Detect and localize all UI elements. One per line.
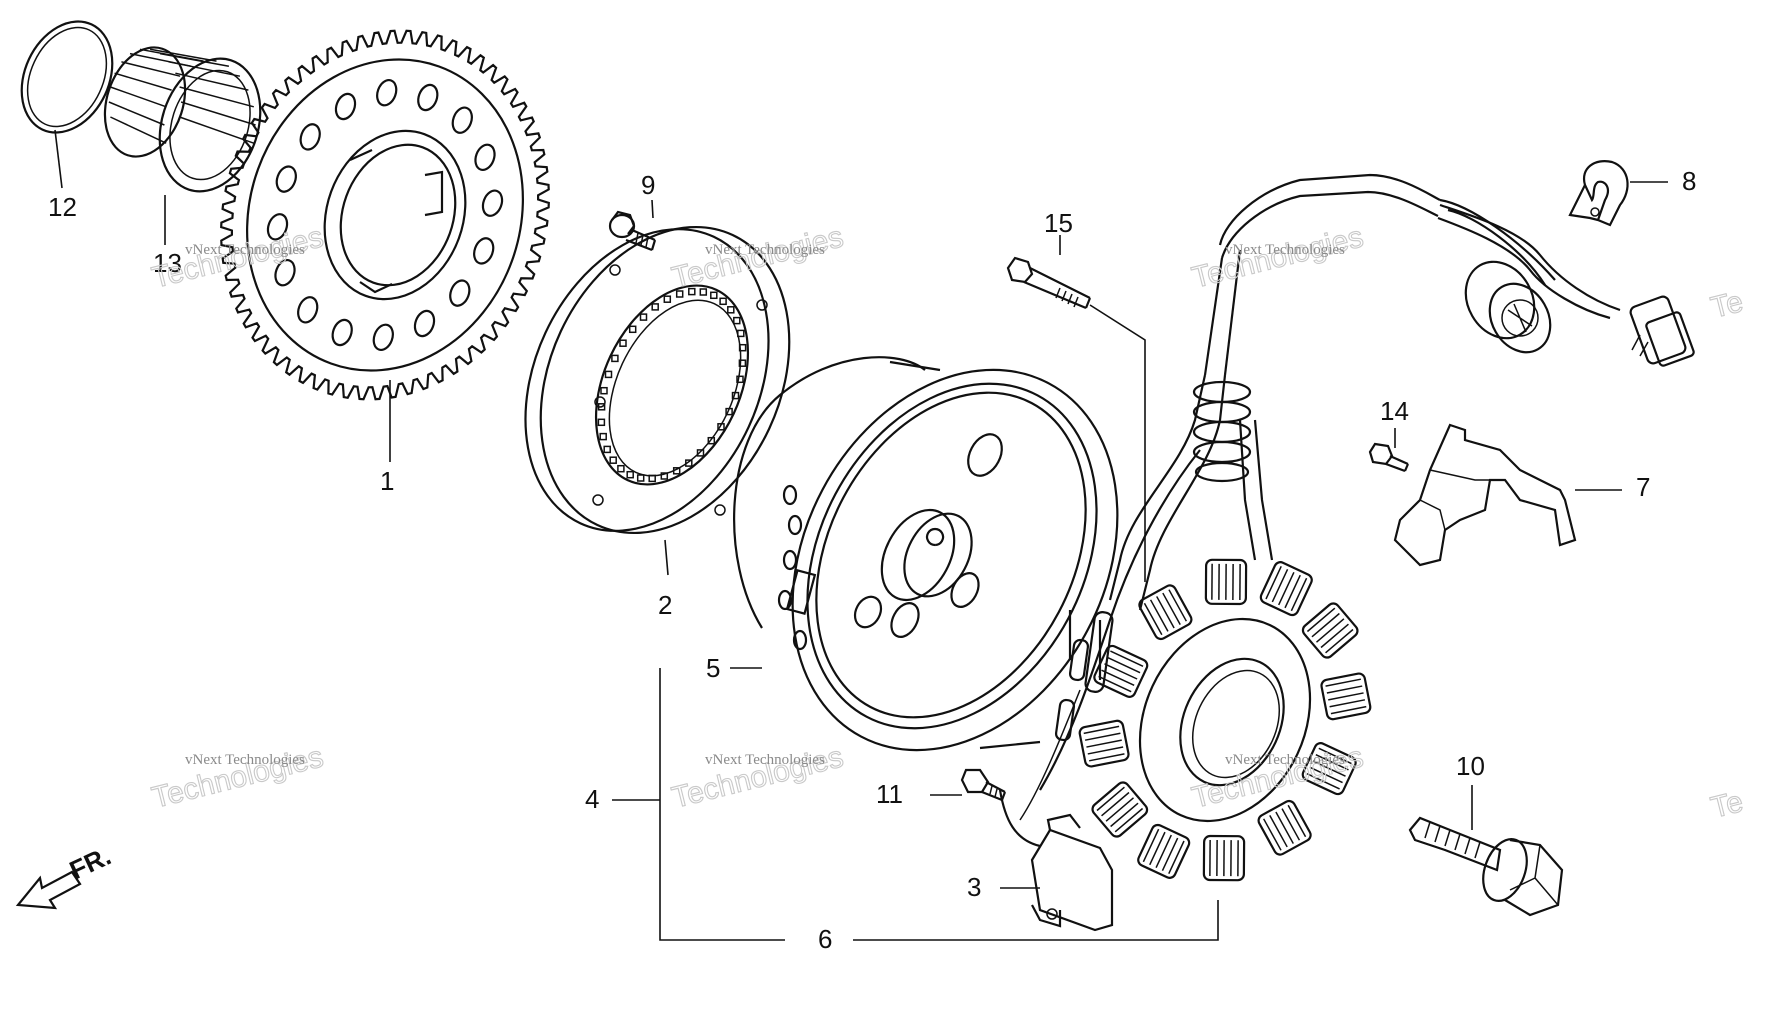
bolt-part-14 — [1368, 442, 1410, 473]
watermark-fragment: Te — [1708, 285, 1747, 325]
watermark-small: vNext Technologies — [705, 242, 825, 258]
watermark-small: vNext Technologies — [1225, 752, 1345, 768]
front-direction-arrow: FR. — [15, 841, 116, 910]
label-part-8: 8 — [1682, 166, 1696, 196]
label-part-13: 13 — [153, 248, 182, 278]
label-part-9: 9 — [641, 170, 655, 200]
front-direction-label: FR. — [65, 841, 116, 886]
label-part-5: 5 — [706, 653, 720, 683]
watermark-small: vNext Technologies — [1225, 242, 1345, 258]
bolt-part-11 — [960, 768, 1007, 802]
cover-part-7 — [1393, 423, 1577, 567]
flywheel-part-5 — [733, 356, 1119, 752]
label-part-14: 14 — [1380, 396, 1409, 426]
label-part-7: 7 — [1636, 472, 1650, 502]
pulse-generator-part-3 — [998, 789, 1114, 932]
label-part-3: 3 — [967, 872, 981, 902]
label-part-4: 4 — [585, 784, 599, 814]
stator-part-6 — [1078, 558, 1372, 882]
bolt-part-15 — [1006, 256, 1092, 310]
watermark-fragment: Te — [1708, 785, 1747, 825]
starter-clutch-part-2 — [524, 225, 791, 535]
label-part-6: 6 — [818, 924, 832, 954]
watermark-small: vNext Technologies — [185, 242, 305, 258]
snap-ring-part-12 — [20, 20, 114, 134]
label-part-10: 10 — [1456, 751, 1485, 781]
bolt-part-10 — [1408, 816, 1564, 917]
leader-lines — [54, 129, 1668, 941]
part-labels: 12 13 1 2 9 15 5 4 6 11 3 7 8 14 10 — [48, 166, 1696, 954]
watermark-small: vNext Technologies — [705, 752, 825, 768]
needle-bearing-part-13 — [103, 46, 262, 193]
wire-clamp-part-8 — [1568, 160, 1629, 227]
bolt-part-9 — [608, 210, 657, 252]
label-part-11: 11 — [876, 779, 903, 809]
starter-gear-part-1 — [220, 29, 550, 401]
watermarks: Technologies vNext Technologies Technolo… — [148, 220, 1747, 825]
watermark-small: vNext Technologies — [185, 752, 305, 768]
label-part-15: 15 — [1044, 208, 1073, 238]
wire-harness — [1019, 173, 1695, 821]
label-part-1: 1 — [380, 466, 394, 496]
label-part-2: 2 — [658, 590, 672, 620]
label-part-12: 12 — [48, 192, 77, 222]
